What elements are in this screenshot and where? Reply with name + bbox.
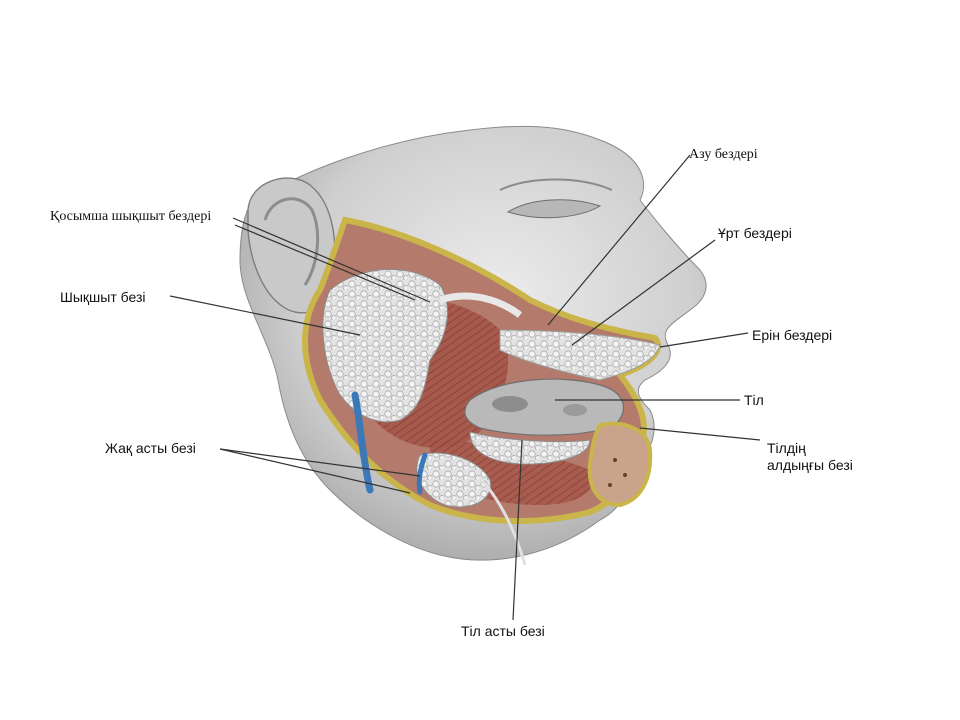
submandibular-gland: [416, 452, 492, 508]
label-tildin-line1: Тілдің: [767, 440, 806, 456]
eye: [506, 199, 602, 219]
label-til: Тіл: [744, 392, 764, 408]
label-azu: Азу бездері: [689, 146, 758, 163]
label-tildin: Тілдің алдыңғы безі: [767, 440, 853, 474]
label-azu-word: Азу: [689, 147, 712, 162]
label-azu-rest: бездері: [711, 147, 758, 162]
mandible-section: [587, 421, 653, 508]
sublingual-gland: [469, 431, 591, 465]
leader-lines: [169, 154, 761, 621]
label-zhak: Жақ асты безі: [105, 440, 196, 456]
blue-vessel: [351, 391, 374, 494]
label-kosymsha: Қосымша шықшыт бездері: [50, 209, 212, 224]
label-til-asty: Тіл асты безі: [461, 623, 545, 639]
labial-gland-strip: [499, 329, 661, 381]
label-shykshyt: Шықшыт безі: [60, 289, 146, 305]
parotid-gland: [322, 269, 448, 423]
label-erin: Ерін бездері: [752, 327, 833, 343]
label-urt: Ұрт бездері: [718, 225, 792, 241]
label-tildin-line2: алдыңғы безі: [767, 457, 853, 473]
